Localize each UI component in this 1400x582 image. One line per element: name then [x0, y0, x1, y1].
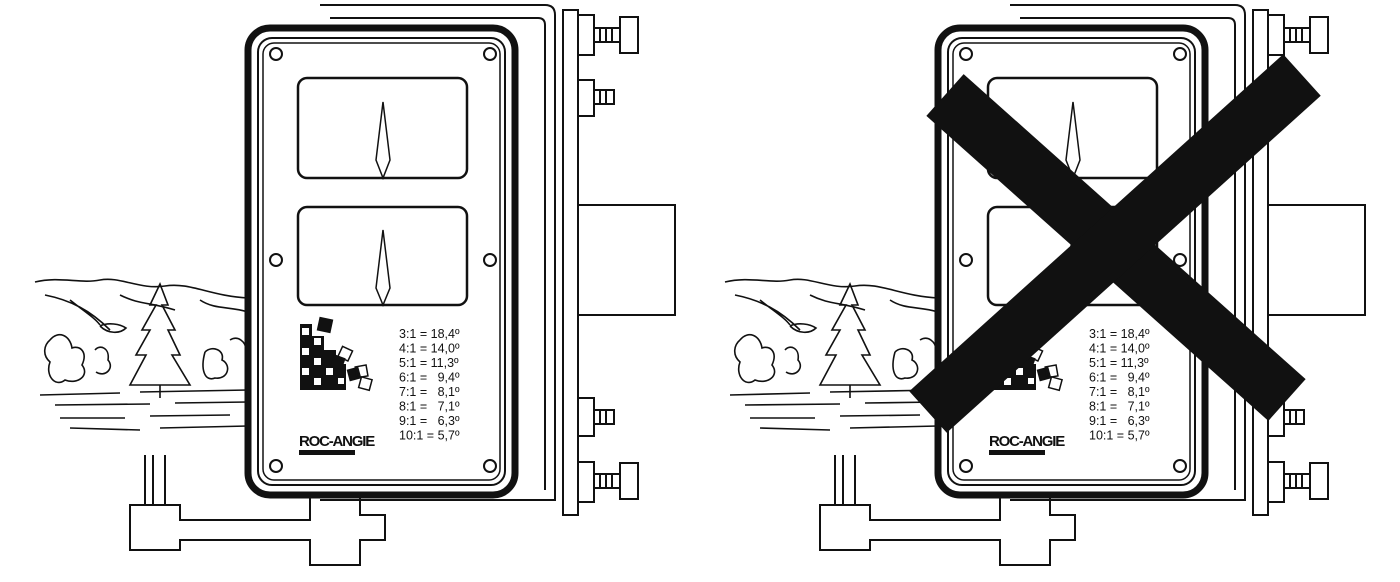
- slope-row: 5:1 = 11,3º: [1089, 356, 1149, 370]
- panel-right: ROC-ANGIE 3:1 = 18,4º 4:1 = 14,0º 5:1 = …: [725, 5, 1365, 565]
- slope-row: 9:1 = 6,3º: [1089, 414, 1150, 428]
- slope-row: 5:1 = 11,3º: [399, 356, 459, 370]
- slope-row: 6:1 = 9,4º: [1089, 371, 1150, 385]
- slope-row: 3:1 = 18,4º: [399, 327, 460, 341]
- slope-row: 4:1 = 14,0º: [399, 342, 460, 356]
- brand-label: ROC-ANGIE: [299, 433, 375, 450]
- slope-row: 4:1 = 14,0º: [1089, 342, 1150, 356]
- slope-row: 8:1 = 7,1º: [399, 400, 460, 414]
- cross-mark-icon: [909, 54, 1321, 433]
- slope-row: 10:1 = 5,7º: [399, 429, 460, 443]
- slope-row: 6:1 = 9,4º: [399, 371, 460, 385]
- slope-row: 7:1 = 8,1º: [1089, 385, 1150, 399]
- slope-row: 10:1 = 5,7º: [1089, 429, 1150, 443]
- panel-left: ROC-ANGIE 3:1 = 18,4º 4:1 = 14,0º 5:1 = …: [35, 5, 675, 565]
- slope-table: 3:1 = 18,4º 4:1 = 14,0º 5:1 = 11,3º 6:1 …: [1089, 327, 1150, 443]
- slope-row: 9:1 = 6,3º: [399, 414, 460, 428]
- slope-table: 3:1 = 18,4º 4:1 = 14,0º 5:1 = 11,3º 6:1 …: [399, 327, 460, 443]
- slope-row: 8:1 = 7,1º: [1089, 400, 1150, 414]
- slope-row: 7:1 = 8,1º: [399, 385, 460, 399]
- slope-row: 3:1 = 18,4º: [1089, 327, 1150, 341]
- brand-label: ROC-ANGIE: [989, 433, 1065, 450]
